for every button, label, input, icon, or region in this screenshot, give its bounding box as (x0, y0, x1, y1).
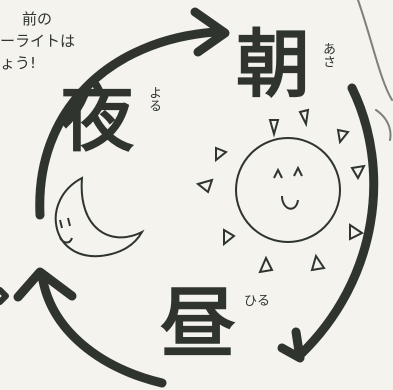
left-arrow-fragment (0, 287, 9, 305)
cycle-arrow-bottom-head-icon (13, 267, 77, 302)
morning-reading: あさ (320, 42, 335, 68)
cycle-arrow-right (295, 83, 379, 360)
cycle-arrow-top (35, 27, 220, 220)
cycle-arrow-top-head-icon (190, 7, 230, 57)
note-line-3: ょう! (0, 54, 37, 72)
sun-icon (195, 108, 366, 274)
note-text: 前の ーライトは ょう! (0, 8, 75, 74)
noon-reading: ひる (244, 294, 271, 309)
morning-kanji: 朝 (236, 22, 310, 108)
noon-kanji: 昼 (160, 279, 236, 368)
cycle-arrow-bottom (37, 270, 167, 388)
night-kanji: 夜 (60, 76, 134, 162)
cycle-arrow-right-head-icon (277, 327, 305, 363)
right-edge-sketch-2 (375, 109, 392, 141)
note-line-2: ーライトは (0, 32, 76, 50)
night-reading: よる (146, 86, 161, 112)
note-line-1: 前の (22, 10, 53, 28)
right-edge-sketch (357, 0, 393, 101)
moon-icon (54, 176, 145, 258)
